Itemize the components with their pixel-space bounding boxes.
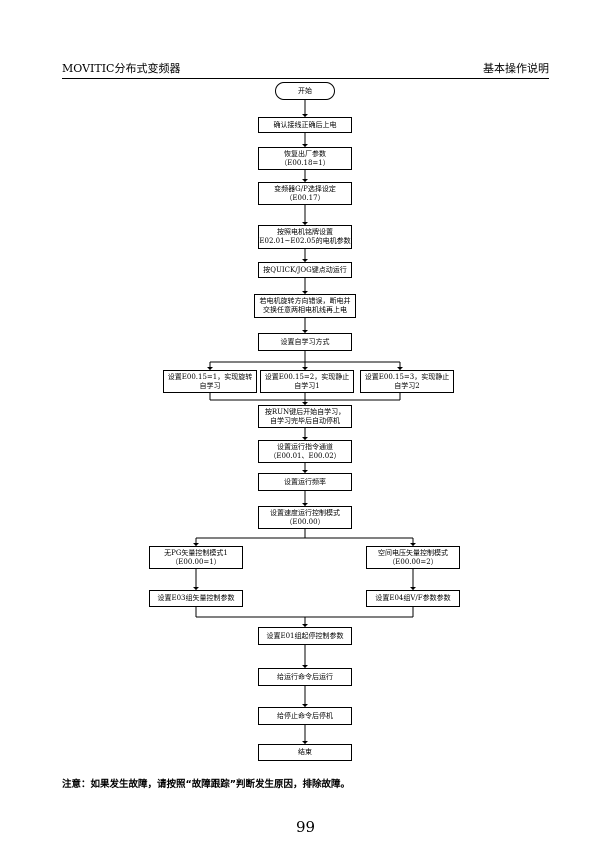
flow-option-static-2: 设置E00.15=3，实现静止自学习2 [360,370,454,393]
flow-startstop-params: 设置E01组起停控制参数 [258,627,352,645]
fault-note: 注意：如果发生故障，请按照“故障跟踪”判断发生原因，排除故障。 [62,779,350,790]
header-divider [62,78,549,79]
header-section: 基本操作说明 [483,62,549,75]
flow-stop-command: 给停止命令后停机 [258,707,352,725]
flow-gp-select: 变频器G/P选择设定（E00.17） [258,182,352,205]
flow-command-channel: 设置运行指令通道（E00.01、E00.02） [258,440,352,463]
flow-selflearn-mode: 设置自学习方式 [258,333,352,351]
flow-option-rotating: 设置E00.15=1，实现旋转自学习 [163,370,257,393]
flow-run-command: 给运行命令后运行 [258,668,352,686]
flow-vf-mode: 空间电压矢量控制模式（E00.00=2） [366,546,460,569]
header-title: MOVITIC分布式变频器 [62,62,181,75]
flow-run-selflearn: 按RUN键后开始自学习，自学习完毕后自动停机 [258,405,352,428]
flow-option-static-1: 设置E00.15=2，实现静止自学习1 [260,370,354,393]
flow-restore-defaults: 恢复出厂参数（E00.18=1） [258,147,352,170]
flow-start: 开始 [275,82,335,100]
flow-vf-params: 设置E04组V/F参数参数 [366,590,460,607]
flow-vector-params: 设置E03组矢量控制参数 [149,590,243,607]
flow-confirm-wiring: 确认接线正确后上电 [258,117,352,133]
flow-jog-run: 按QUICK/JOG键点动运行 [258,262,352,278]
flow-vector-mode: 无PG矢量控制模式1（E00.00=1） [149,546,243,569]
flow-speed-control-mode: 设置速度运行控制模式（E00.00） [258,506,352,529]
flow-end: 结束 [258,744,352,761]
page-number: 99 [295,818,316,836]
flow-run-frequency: 设置运行频率 [258,473,352,491]
flow-direction-check: 若电机旋转方向错误，断电并交换任意两相电机线再上电 [254,294,356,318]
